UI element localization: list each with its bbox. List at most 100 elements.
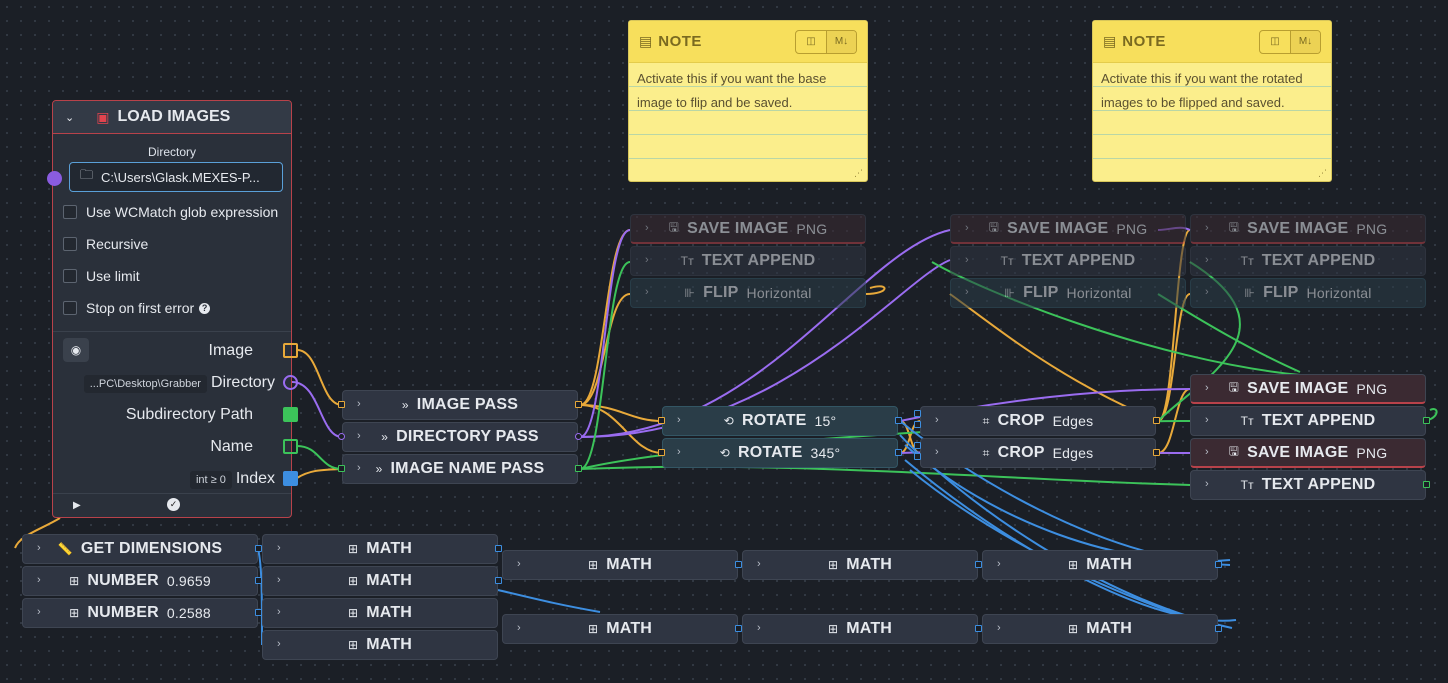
output-port[interactable] — [255, 545, 262, 552]
expand-chevron-icon[interactable]: › — [277, 638, 281, 650]
expand-chevron-icon[interactable]: › — [645, 222, 649, 234]
input-port[interactable] — [658, 417, 665, 424]
expand-chevron-icon[interactable]: › — [997, 558, 1001, 570]
output-port[interactable] — [1153, 417, 1160, 424]
output-port[interactable] — [1423, 417, 1430, 424]
checkbox[interactable] — [63, 237, 77, 251]
expand-chevron-icon[interactable]: › — [935, 446, 939, 458]
name-output-port[interactable] — [283, 439, 298, 454]
expand-chevron-icon[interactable]: › — [677, 414, 681, 426]
output-port[interactable] — [575, 465, 582, 472]
expand-chevron-icon[interactable]: › — [357, 462, 361, 474]
resize-grip-icon[interactable]: ⋰ — [1318, 168, 1327, 178]
expand-chevron-icon[interactable]: › — [517, 558, 521, 570]
output-port[interactable] — [575, 401, 582, 408]
expand-chevron-icon[interactable]: › — [1205, 286, 1209, 298]
math-node[interactable]: › ⊞MATH — [262, 534, 498, 564]
expand-chevron-icon[interactable]: › — [1205, 446, 1209, 458]
expand-chevron-icon[interactable]: › — [965, 254, 969, 266]
note-node[interactable]: ▤ NOTE ◫ M↓ Activate this if you want th… — [1092, 20, 1332, 182]
math-node[interactable]: › ⊞MATH — [262, 566, 498, 596]
checkbox[interactable] — [63, 301, 77, 315]
expand-chevron-icon[interactable]: › — [1205, 254, 1209, 266]
math-node[interactable]: › ⊞MATH — [982, 550, 1218, 580]
subdirectory-output-port[interactable] — [283, 407, 298, 422]
expand-chevron-icon[interactable]: › — [1205, 478, 1209, 490]
directory-input-port[interactable] — [47, 171, 62, 186]
option-use-limit[interactable]: Use limit — [53, 260, 291, 292]
index-output-port[interactable] — [283, 471, 298, 486]
output-port[interactable] — [1423, 481, 1430, 488]
help-icon[interactable]: ? — [199, 302, 211, 314]
input-port[interactable] — [914, 442, 921, 449]
expand-chevron-icon[interactable]: › — [935, 414, 939, 426]
note-node[interactable]: ▤ NOTE ◫ M↓ Activate this if you want th… — [628, 20, 868, 182]
expand-chevron-icon[interactable]: › — [37, 574, 41, 586]
math-node[interactable]: › ⊞MATH — [742, 614, 978, 644]
output-port[interactable] — [895, 449, 902, 456]
expand-chevron-icon[interactable]: › — [645, 286, 649, 298]
math-node[interactable]: › ⊞MATH — [262, 598, 498, 628]
expand-chevron-icon[interactable]: › — [277, 542, 281, 554]
markdown-toggle-icon[interactable]: M↓ — [826, 30, 856, 53]
expand-chevron-icon[interactable]: › — [997, 622, 1001, 634]
math-node[interactable]: › ⊞MATH — [262, 630, 498, 660]
expand-chevron-icon[interactable]: › — [1205, 414, 1209, 426]
input-port[interactable] — [914, 410, 921, 417]
math-node[interactable]: › ⊞MATH — [982, 614, 1218, 644]
expand-chevron-icon[interactable]: › — [757, 622, 761, 634]
output-port[interactable] — [1153, 449, 1160, 456]
expand-chevron-icon[interactable]: › — [1205, 382, 1209, 394]
math-node[interactable]: › ⊞MATH — [502, 550, 738, 580]
input-port[interactable] — [338, 433, 345, 440]
expand-chevron-icon[interactable]: › — [277, 606, 281, 618]
preview-toggle-icon[interactable]: ◫ — [1270, 36, 1280, 47]
output-port[interactable] — [975, 561, 982, 568]
directory-field[interactable]: 🗀 C:\Users\Glask.MEXES-P... — [69, 162, 283, 192]
expand-chevron-icon[interactable]: › — [757, 558, 761, 570]
input-port[interactable] — [658, 449, 665, 456]
output-port[interactable] — [1215, 561, 1222, 568]
eye-icon[interactable]: ◉ — [63, 338, 89, 362]
output-port[interactable] — [735, 561, 742, 568]
checkbox[interactable] — [63, 205, 77, 219]
note-text[interactable]: Activate this if you want the base image… — [629, 63, 867, 181]
option-recursive[interactable]: Recursive — [53, 228, 291, 260]
preview-toggle-icon[interactable]: ◫ — [806, 36, 816, 47]
load-images-node[interactable]: ⌄ ▣ LOAD IMAGES Directory 🗀 C:\Users\Gla… — [52, 100, 292, 518]
checkbox[interactable] — [63, 269, 77, 283]
expand-chevron-icon[interactable]: › — [965, 222, 969, 234]
output-port[interactable] — [895, 417, 902, 424]
input-port[interactable] — [338, 401, 345, 408]
expand-chevron-icon[interactable]: › — [357, 430, 361, 442]
option-wcmatch[interactable]: Use WCMatch glob expression — [53, 196, 291, 228]
output-port[interactable] — [495, 545, 502, 552]
input-port[interactable] — [338, 465, 345, 472]
input-port[interactable] — [914, 453, 921, 460]
expand-chevron-icon[interactable]: › — [357, 398, 361, 410]
resize-grip-icon[interactable]: ⋰ — [854, 168, 863, 178]
output-port[interactable] — [255, 577, 262, 584]
math-node[interactable]: › ⊞MATH — [742, 550, 978, 580]
expand-chevron-icon[interactable]: › — [277, 574, 281, 586]
image-pass-node[interactable]: › »IMAGE PASS — [342, 390, 578, 420]
expand-chevron-icon[interactable]: › — [677, 446, 681, 458]
directory-pass-node[interactable]: › »DIRECTORY PASS — [342, 422, 578, 452]
output-port[interactable] — [495, 577, 502, 584]
math-node[interactable]: › ⊞MATH — [502, 614, 738, 644]
